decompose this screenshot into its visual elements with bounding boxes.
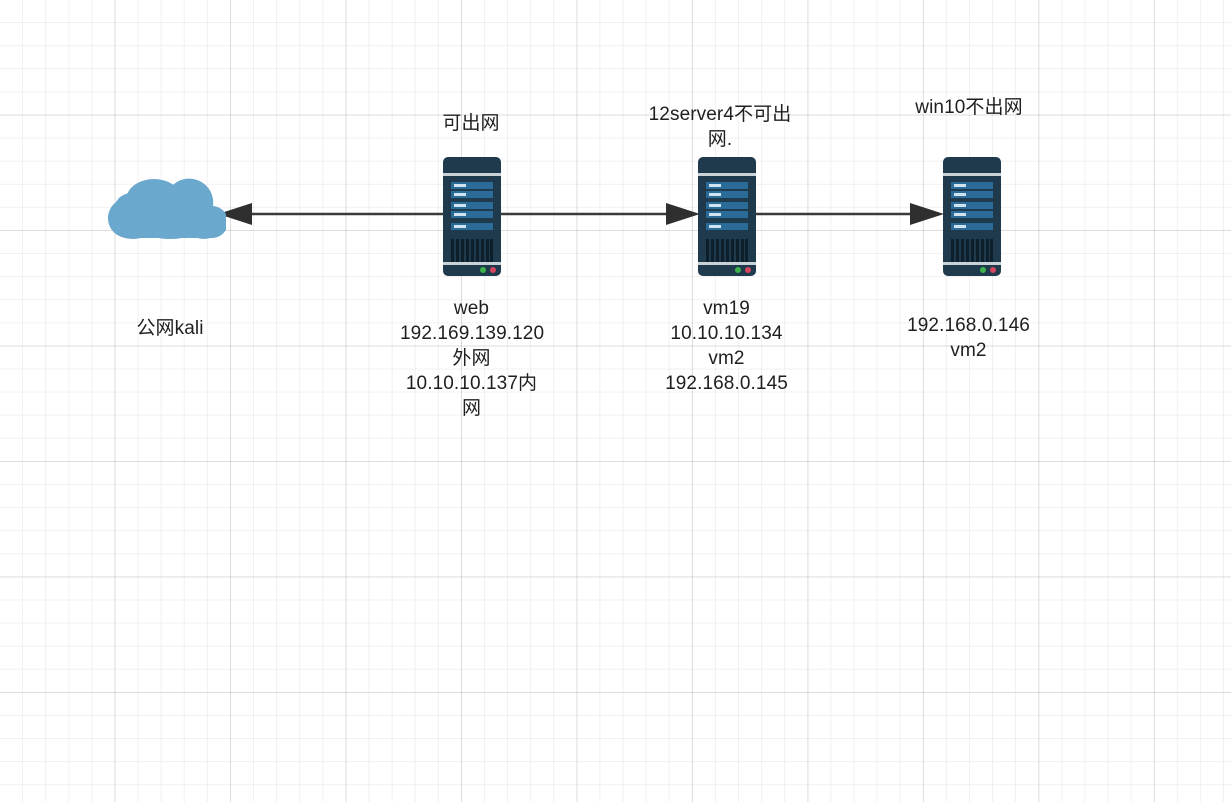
edge-vm19-to-win10 [754,203,944,225]
node-vm19-server[interactable] [698,157,756,281]
node-web-server-label-bottom: web 192.169.139.120外网 10.10.10.137内网 [400,298,545,419]
cloud-icon [107,178,229,239]
node-win10-server-label-top: win10不出网 [915,97,1023,118]
server-icon [943,157,1001,276]
edge-web-to-kali [218,203,456,225]
node-win10-server[interactable] [943,157,1001,281]
edge-web-to-vm19 [500,203,700,225]
node-vm19-server-label-bottom: vm19 10.10.10.134 vm2 192.168.0.145 [665,298,788,394]
node-kali-cloud-label: 公网kali [136,318,204,339]
node-win10-server-label-bottom: 192.168.0.146 vm2 [907,315,1030,361]
server-icon [698,157,756,276]
node-web-server[interactable] [443,157,501,281]
server-icon [443,157,501,276]
node-kali-cloud[interactable] [107,176,229,251]
node-web-server-label-top: 可出网 [442,113,500,134]
node-vm19-server-label-top: 12server4不可出网. [648,104,792,150]
